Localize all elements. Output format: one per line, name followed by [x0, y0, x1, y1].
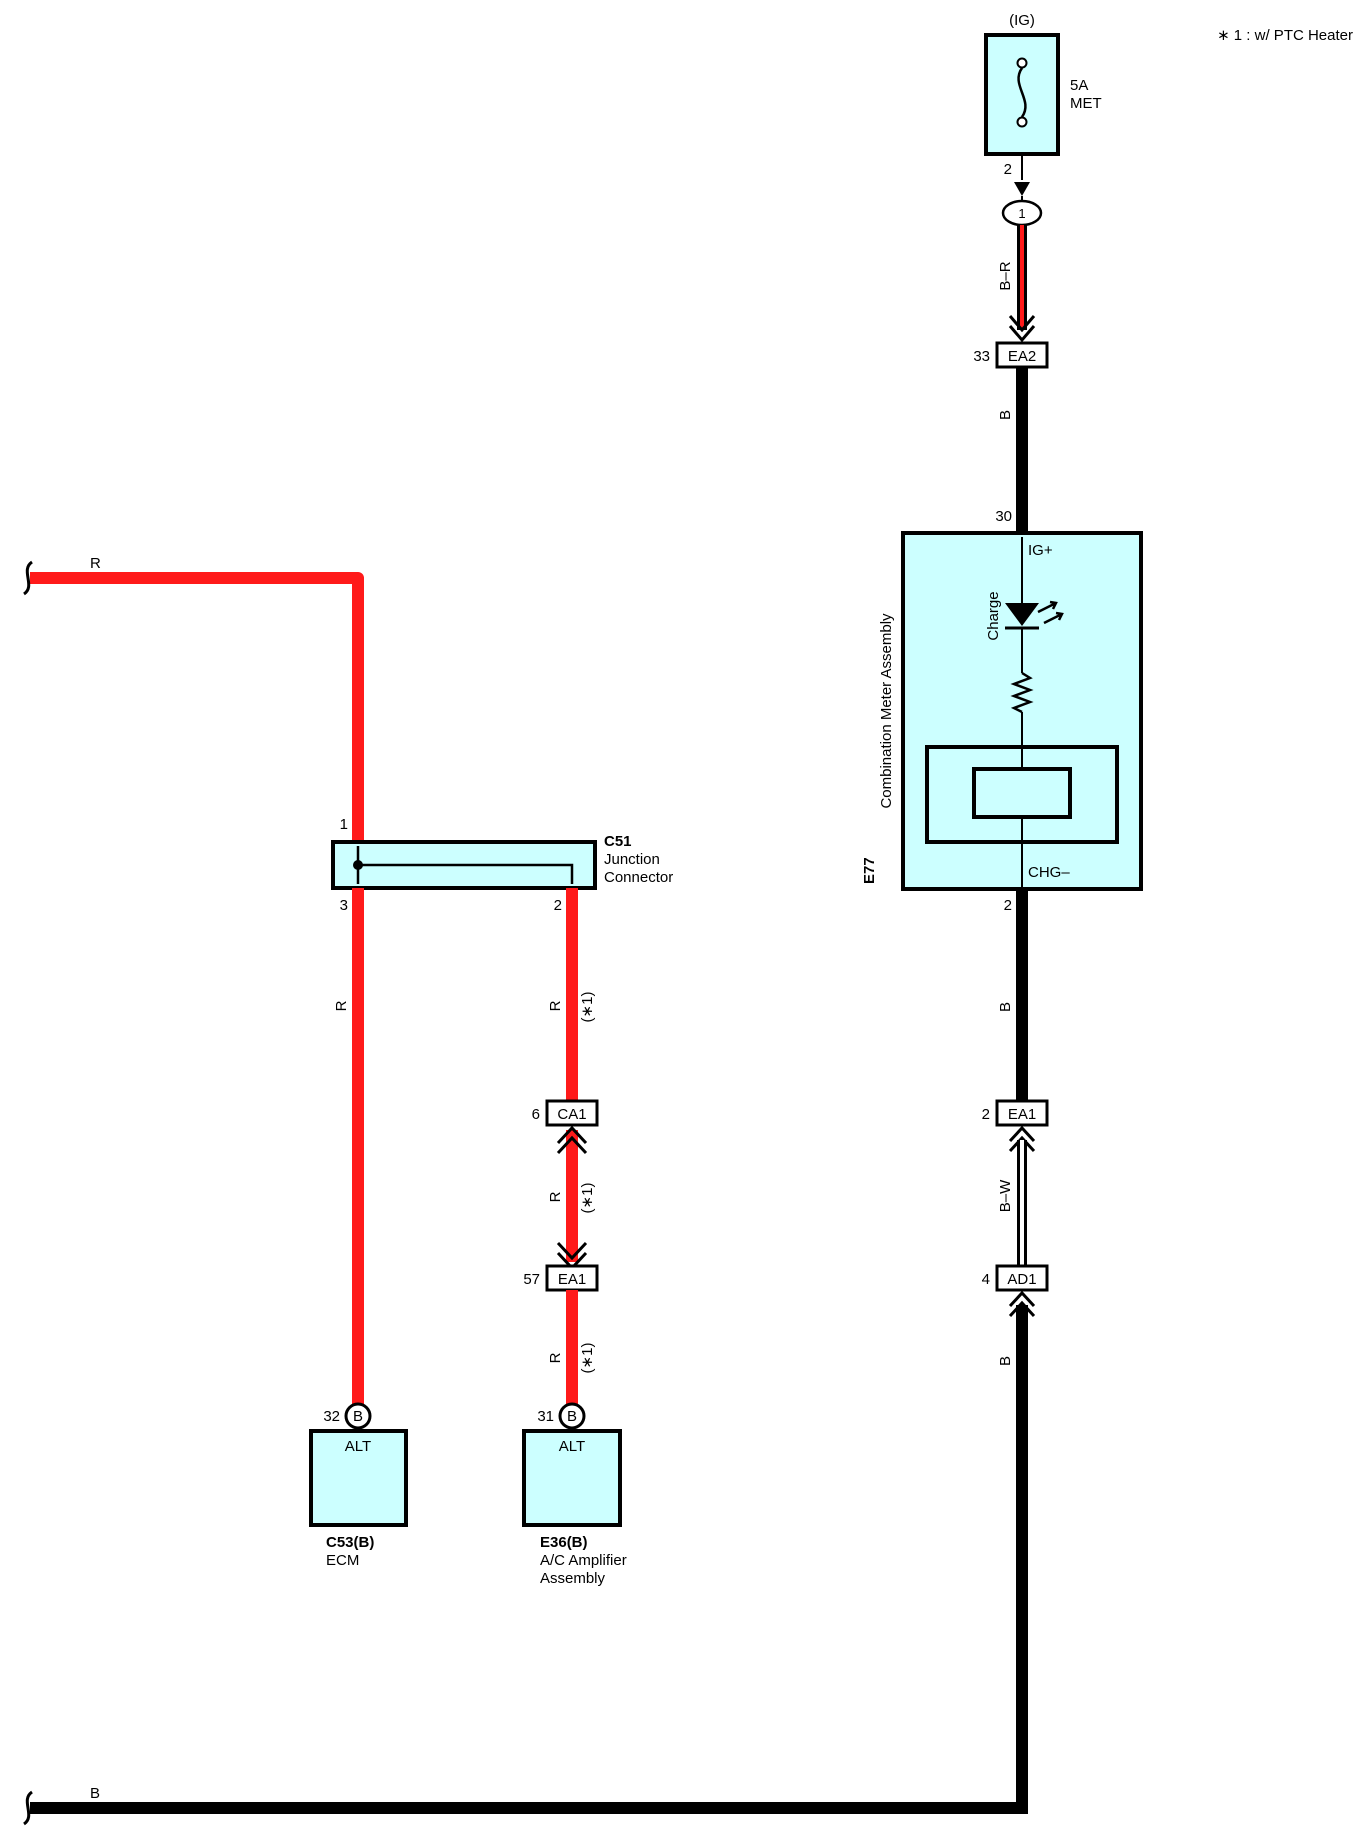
fuse-name: MET	[1070, 95, 1102, 112]
connector-ea1-left-pin: 57	[523, 1271, 540, 1288]
option-mark-1: (∗1)	[579, 992, 596, 1023]
ecm: B 32 ALT C53(B) ECM	[309, 1402, 408, 1569]
wire-label-b-3: B	[997, 1356, 1014, 1366]
connector-ea1-left-name: EA1	[558, 1271, 586, 1288]
connector-ca1-pin: 6	[532, 1106, 540, 1123]
connector-ad1-name: AD1	[1007, 1271, 1036, 1288]
meter-code: E77	[861, 857, 878, 884]
connector-ea2-pin: 33	[973, 348, 990, 365]
amp-name-2: Assembly	[540, 1570, 606, 1587]
fuse-terminal-top	[1016, 57, 1028, 69]
wire-label-b-2: B	[997, 1002, 1014, 1012]
wire-label-top-r: R	[90, 555, 101, 572]
junction-connector: C51 Junction Connector 3 2	[331, 833, 673, 914]
legend-note: ∗ 1 : w/ PTC Heater	[1217, 27, 1353, 44]
ecm-pin-color: B	[353, 1408, 363, 1425]
fuse-pin-arrow-icon	[1014, 182, 1030, 196]
amp-name-1: A/C Amplifier	[540, 1552, 627, 1569]
light-emission-icon	[1037, 600, 1064, 625]
wire-break-top-icon	[22, 560, 34, 596]
option-mark-2: (∗1)	[579, 1183, 596, 1214]
splice-pin: 1	[1018, 206, 1025, 221]
resistor-icon	[1010, 671, 1034, 714]
wire-break-bottom-icon	[22, 1790, 34, 1826]
ea2-connector-arrow-icon	[1008, 315, 1036, 343]
wire-label-bottom-b: B	[90, 1785, 100, 1802]
meter-pin-out: 2	[1004, 897, 1012, 914]
meter-terminal-out: CHG–	[1028, 864, 1070, 881]
amp-code: E36(B)	[540, 1534, 588, 1551]
ac-amplifier: B 31 ALT E36(B) A/C Amplifier Assembly	[522, 1402, 627, 1587]
combination-meter: IG+ Charge CHG– Combination Meter Assemb…	[861, 531, 1143, 891]
wire-label-r-ca1-ea1: R	[547, 1191, 564, 1202]
junction-node-icon	[353, 860, 363, 870]
fuse: (IG) 5A MET 2	[984, 12, 1102, 196]
connector-ea1-right	[995, 1099, 1049, 1127]
junction-name-2: Connector	[604, 869, 673, 886]
wire-label-r-amp: R	[547, 1352, 564, 1363]
connector-ca1	[545, 1099, 599, 1127]
wire-label-b-r: B–R	[997, 261, 1014, 290]
option-mark-3: (∗1)	[579, 1343, 596, 1374]
connector-ea2	[995, 341, 1049, 369]
meter-name: Combination Meter Assembly	[878, 613, 895, 809]
amp-pin-connector	[558, 1402, 586, 1430]
wire-b-ground	[30, 1305, 1028, 1814]
fuse-terminal-bottom	[1016, 116, 1028, 128]
ca1-arrow-icon	[556, 1125, 588, 1155]
wire-label-b-1: B	[997, 410, 1014, 420]
ea1-right-arrow-icon	[1008, 1125, 1036, 1153]
amp-terminal: ALT	[559, 1438, 585, 1455]
connector-ea2-name: EA2	[1008, 348, 1036, 365]
wire-label-r-ca1: R	[547, 1000, 564, 1011]
connector-ea1-left	[545, 1264, 599, 1292]
amp-pin: 31	[537, 1408, 554, 1425]
junction-pin-in: 1	[340, 816, 348, 833]
fuse-rating: 5A	[1070, 77, 1088, 94]
amp-pin-color: B	[567, 1408, 577, 1425]
ecm-code: C53(B)	[326, 1534, 374, 1551]
wire-r-main	[30, 572, 364, 842]
ad1-arrow-icon	[1008, 1290, 1036, 1318]
ecm-name: ECM	[326, 1552, 359, 1569]
charge-indicator-label: Charge	[985, 591, 1002, 640]
junction-code: C51	[604, 833, 632, 850]
charge-led-icon	[1005, 603, 1039, 626]
connector-ca1-name: CA1	[557, 1106, 586, 1123]
ecm-pin-connector	[344, 1402, 372, 1430]
fuse-pin: 2	[1004, 161, 1012, 178]
junction-pin-2: 2	[554, 897, 562, 914]
fuse-element-icon	[1017, 67, 1027, 118]
wire-label-b-w: B–W	[997, 1179, 1014, 1212]
wire-label-r-ecm: R	[333, 1000, 350, 1011]
ecm-terminal: ALT	[345, 1438, 371, 1455]
junction-pin-3: 3	[340, 897, 348, 914]
meter-terminal-in: IG+	[1028, 542, 1053, 559]
connector-ea1-right-pin: 2	[982, 1106, 990, 1123]
ecm-box	[309, 1429, 408, 1527]
amp-box	[522, 1429, 622, 1527]
connector-ea1-right-name: EA1	[1008, 1106, 1036, 1123]
ecm-pin: 32	[323, 1408, 340, 1425]
connector-ad1-pin: 4	[982, 1271, 990, 1288]
connector-ad1	[995, 1264, 1049, 1292]
junction-name-1: Junction	[604, 851, 660, 868]
fuse-supply-label: (IG)	[1009, 12, 1035, 29]
meter-pin-in: 30	[995, 508, 1012, 525]
